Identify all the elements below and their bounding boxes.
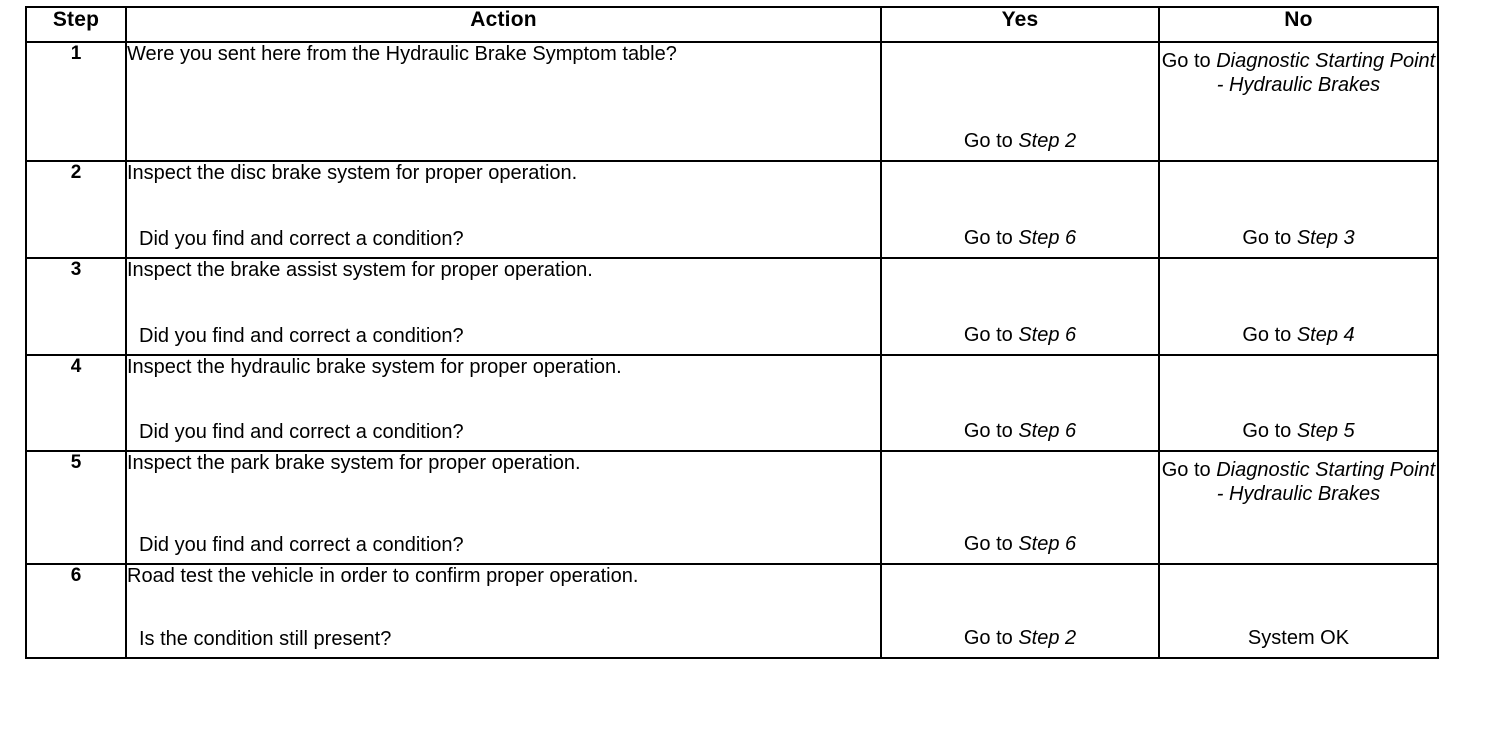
table-header-row: Step Action Yes No xyxy=(25,6,1439,43)
answer-prefix: System OK xyxy=(1247,627,1350,650)
answer-yes: Go to Step 6 xyxy=(880,257,1160,356)
step-number: 4 xyxy=(25,354,127,452)
answer-reference: Step 4 xyxy=(1296,324,1355,347)
answer-yes: Go to Step 2 xyxy=(880,41,1160,162)
table-row: 4 Inspect the hydraulic brake system for… xyxy=(25,354,1439,452)
answer-no-text: Go to Step 5 xyxy=(1160,420,1437,444)
table-body: 1 Were you sent here from the Hydraulic … xyxy=(25,41,1439,659)
answer-no-text: Go to Diagnostic Starting Point - Hydrau… xyxy=(1160,50,1437,97)
action-text: Inspect the park brake system for proper… xyxy=(125,450,882,565)
action-line-question: Did you find and correct a condition? xyxy=(139,325,464,347)
table-row: 2 Inspect the disc brake system for prop… xyxy=(25,160,1439,259)
action-line-question: Did you find and correct a condition? xyxy=(139,534,464,556)
column-header-no: No xyxy=(1158,6,1439,43)
answer-no-text: Go to Step 4 xyxy=(1160,324,1437,348)
answer-yes-text: Go to Step 6 xyxy=(882,420,1158,444)
answer-reference: Step 6 xyxy=(1018,324,1077,347)
answer-reference: Diagnostic Starting Point - Hydraulic Br… xyxy=(1216,50,1436,96)
table-row: 5 Inspect the park brake system for prop… xyxy=(25,450,1439,565)
answer-no: Go to Diagnostic Starting Point - Hydrau… xyxy=(1158,41,1439,162)
answer-prefix: Go to xyxy=(963,533,1019,556)
answer-prefix: Go to xyxy=(1242,227,1297,250)
column-header-step: Step xyxy=(25,6,127,43)
action-text: Were you sent here from the Hydraulic Br… xyxy=(125,41,882,162)
diagnostic-table: Step Action Yes No 1 Were you sent here … xyxy=(25,6,1439,659)
answer-no-text: Go to Step 3 xyxy=(1160,227,1437,251)
table-row: 3 Inspect the brake assist system for pr… xyxy=(25,257,1439,356)
answer-prefix: Go to xyxy=(1242,420,1297,443)
answer-reference: Diagnostic Starting Point - Hydraulic Br… xyxy=(1216,459,1436,505)
step-number: 5 xyxy=(25,450,127,565)
column-header-yes: Yes xyxy=(880,6,1160,43)
answer-reference: Step 6 xyxy=(1018,227,1077,250)
action-line-primary: Inspect the brake assist system for prop… xyxy=(127,259,593,281)
action-line-question: Is the condition still present? xyxy=(139,628,392,650)
action-line-primary: Road test the vehicle in order to confir… xyxy=(127,565,639,587)
answer-yes-text: Go to Step 6 xyxy=(882,324,1158,348)
answer-yes: Go to Step 6 xyxy=(880,450,1160,565)
action-line-primary: Inspect the hydraulic brake system for p… xyxy=(127,356,622,378)
answer-reference: Step 5 xyxy=(1296,420,1355,443)
answer-prefix: Go to xyxy=(963,420,1019,443)
answer-no: Go to Step 5 xyxy=(1158,354,1439,452)
action-line-primary: Inspect the park brake system for proper… xyxy=(127,452,581,474)
answer-reference: Step 2 xyxy=(1018,627,1077,650)
action-text: Inspect the hydraulic brake system for p… xyxy=(125,354,882,452)
action-text: Inspect the brake assist system for prop… xyxy=(125,257,882,356)
answer-yes: Go to Step 6 xyxy=(880,160,1160,259)
answer-no-text: Go to Diagnostic Starting Point - Hydrau… xyxy=(1160,459,1437,506)
answer-yes: Go to Step 2 xyxy=(880,563,1160,659)
answer-no-text: System OK xyxy=(1160,627,1437,651)
action-line-primary: Were you sent here from the Hydraulic Br… xyxy=(127,43,677,65)
answer-reference: Step 6 xyxy=(1018,420,1077,443)
answer-yes: Go to Step 6 xyxy=(880,354,1160,452)
action-text: Road test the vehicle in order to confir… xyxy=(125,563,882,659)
step-number: 2 xyxy=(25,160,127,259)
answer-reference: Step 3 xyxy=(1296,227,1355,250)
answer-no: Go to Step 3 xyxy=(1158,160,1439,259)
answer-yes-text: Go to Step 2 xyxy=(882,130,1158,154)
action-line-question: Did you find and correct a condition? xyxy=(139,228,464,250)
step-number: 3 xyxy=(25,257,127,356)
answer-reference: Step 6 xyxy=(1018,533,1077,556)
answer-prefix: Go to xyxy=(963,130,1019,153)
step-number: 6 xyxy=(25,563,127,659)
answer-yes-text: Go to Step 6 xyxy=(882,227,1158,251)
action-line-primary: Inspect the disc brake system for proper… xyxy=(127,162,578,184)
answer-prefix: Go to xyxy=(963,324,1019,347)
answer-no: Go to Step 4 xyxy=(1158,257,1439,356)
answer-yes-text: Go to Step 2 xyxy=(882,627,1158,651)
table-row: 1 Were you sent here from the Hydraulic … xyxy=(25,41,1439,162)
table-header: Step Action Yes No xyxy=(25,6,1439,43)
column-header-action: Action xyxy=(125,6,882,43)
answer-yes-text: Go to Step 6 xyxy=(882,533,1158,557)
answer-prefix: Go to xyxy=(1161,459,1217,481)
table-row: 6 Road test the vehicle in order to conf… xyxy=(25,563,1439,659)
action-line-question: Did you find and correct a condition? xyxy=(139,421,464,443)
answer-prefix: Go to xyxy=(963,627,1019,650)
answer-prefix: Go to xyxy=(1161,50,1217,72)
answer-prefix: Go to xyxy=(963,227,1019,250)
answer-no: System OK xyxy=(1158,563,1439,659)
answer-reference: Step 2 xyxy=(1018,130,1077,153)
action-text: Inspect the disc brake system for proper… xyxy=(125,160,882,259)
answer-prefix: Go to xyxy=(1242,324,1297,347)
step-number: 1 xyxy=(25,41,127,162)
answer-no: Go to Diagnostic Starting Point - Hydrau… xyxy=(1158,450,1439,565)
